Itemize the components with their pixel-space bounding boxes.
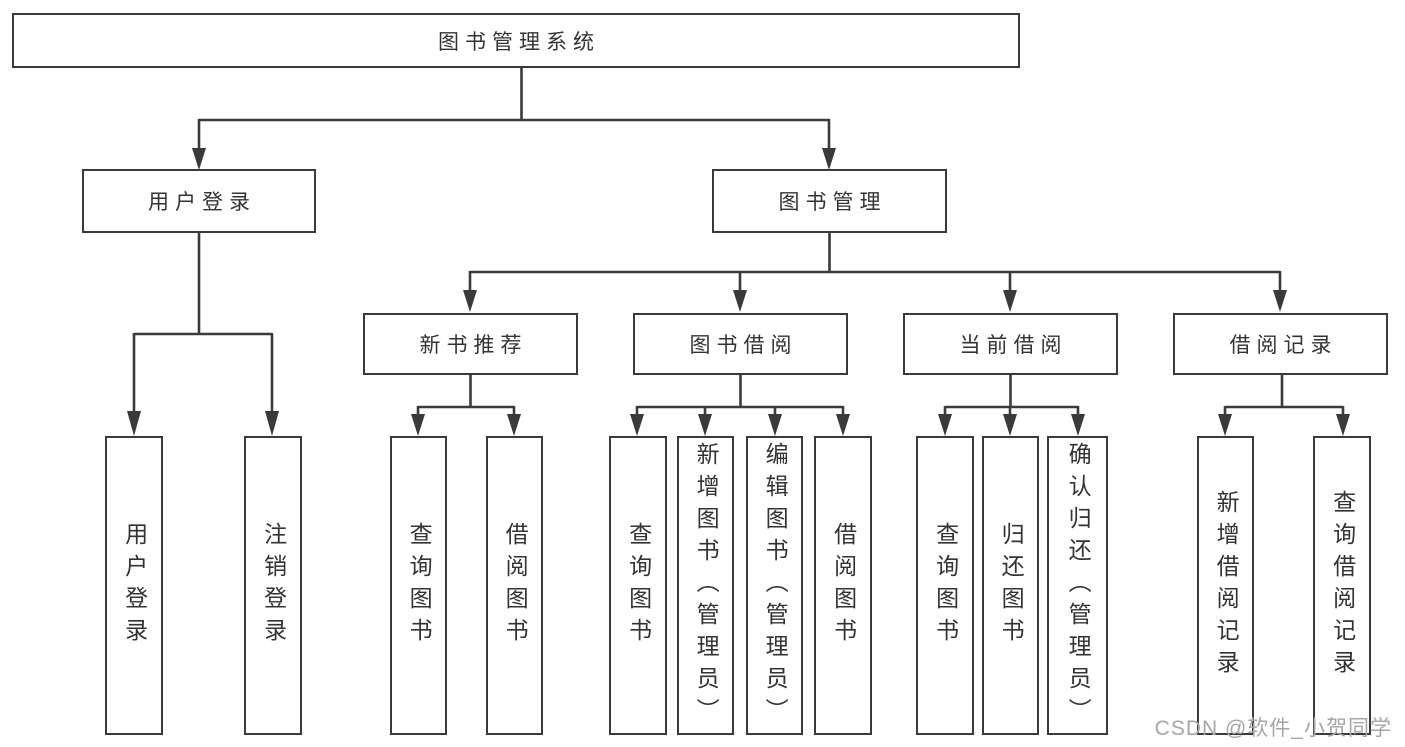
node-root: 图书管理系统	[12, 13, 1020, 68]
node-user-login: 用户登录	[82, 169, 316, 233]
arrowhead-icon	[822, 148, 836, 170]
node-book-management: 图书管理	[712, 169, 947, 233]
leaf-query-books-current: 查询图书	[916, 436, 974, 735]
arrowhead-icon	[507, 414, 521, 436]
connector-borrow-record-split	[1223, 375, 1345, 415]
arrowhead-icon	[411, 414, 425, 436]
connector-user-login-split	[132, 233, 274, 412]
arrowhead-icon	[1273, 290, 1287, 312]
arrowhead-icon	[630, 414, 644, 436]
node-current-borrow: 当前借阅	[903, 313, 1118, 375]
leaf-edit-book-admin: 编辑图书（管理员）	[746, 436, 803, 735]
node-book-borrow: 图书借阅	[633, 313, 848, 375]
arrowhead-icon	[768, 414, 782, 436]
leaf-add-borrow-record: 新增借阅记录	[1197, 436, 1254, 735]
connector-current-borrow-split	[943, 375, 1080, 415]
arrowhead-icon	[265, 411, 279, 436]
arrowhead-icon	[1003, 414, 1017, 436]
arrowheads	[127, 148, 1350, 436]
arrowhead-icon	[698, 414, 712, 436]
connector-new-book-split	[416, 375, 516, 415]
leaf-return-book: 归还图书	[982, 436, 1039, 735]
leaf-query-books-recommend: 查询图书	[390, 436, 447, 735]
node-borrow-record: 借阅记录	[1173, 313, 1388, 375]
leaf-add-book-admin: 新增图书（管理员）	[677, 436, 734, 735]
leaf-confirm-return-admin: 确认归还（管理员）	[1047, 436, 1108, 735]
connector-root-split	[197, 68, 831, 149]
leaf-borrow-books: 借阅图书	[814, 436, 872, 735]
arrowhead-icon	[938, 414, 952, 436]
leaf-user-login: 用户登录	[105, 436, 163, 735]
connector-book-mgmt-split	[468, 233, 1282, 291]
arrowhead-icon	[127, 411, 141, 436]
arrowhead-icon	[836, 414, 850, 436]
leaf-query-books-borrow: 查询图书	[609, 436, 667, 735]
leaf-borrow-books-recommend: 借阅图书	[486, 436, 543, 735]
arrowhead-icon	[1003, 290, 1017, 312]
arrowhead-icon	[192, 148, 206, 170]
node-new-book-recommend: 新书推荐	[363, 313, 578, 375]
arrowhead-icon	[733, 290, 747, 312]
arrowhead-icon	[1336, 414, 1350, 436]
arrowhead-icon	[463, 290, 477, 312]
leaf-logout-login: 注销登录	[244, 436, 302, 735]
arrowhead-icon	[1218, 414, 1232, 436]
arrowhead-icon	[1071, 414, 1085, 436]
watermark: CSDN @软件_小贺同学	[1154, 717, 1392, 740]
leaf-query-borrow-record: 查询借阅记录	[1313, 436, 1371, 735]
connector-book-borrow-split	[635, 375, 845, 415]
